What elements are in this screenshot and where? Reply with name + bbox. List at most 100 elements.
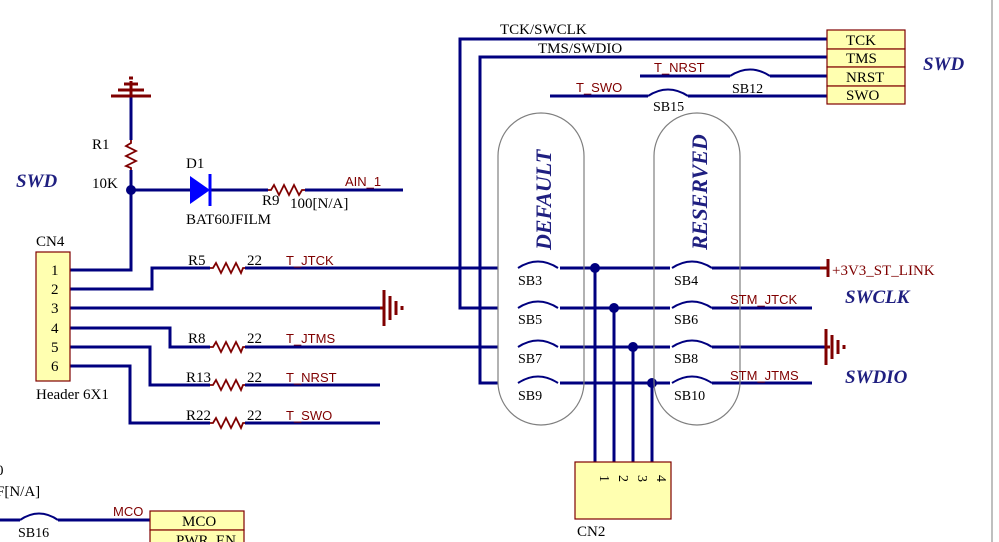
- port-nrst-label: NRST: [846, 70, 884, 86]
- sb4-symbol: [671, 260, 713, 269]
- cn4-pin-4: 4: [51, 321, 59, 337]
- r8-symbol: [210, 339, 245, 355]
- net-stm-jtck: STM_JTCK: [730, 292, 798, 307]
- wire-tms-swdio: [478, 55, 827, 385]
- r5-ref: R5: [188, 253, 206, 269]
- sb8-symbol: [671, 339, 713, 348]
- mco-port-label: MCO: [182, 514, 216, 530]
- reserved-group-label: RESERVED: [687, 134, 712, 251]
- port-tck-label: TCK: [846, 33, 876, 49]
- net-tck-swclk: TCK/SWCLK: [500, 22, 587, 38]
- wire-pin5: [70, 345, 210, 387]
- port-tms-label: TMS: [846, 51, 877, 67]
- wires: [0, 37, 830, 522]
- sb16-symbol: [19, 512, 59, 521]
- junction-dot: [590, 263, 600, 273]
- sb4-label: SB4: [674, 274, 698, 289]
- sb7-label: SB7: [518, 352, 542, 367]
- partial-ref: 0: [0, 463, 4, 479]
- sb5-symbol: [517, 300, 559, 309]
- sb7-symbol: [517, 339, 559, 348]
- reserved-group-outline: [653, 112, 741, 426]
- net-tms-swdio: TMS/SWDIO: [538, 41, 622, 57]
- ground-right: [824, 329, 846, 365]
- solder-bridges: [19, 68, 771, 521]
- cn2-pin-3: 3: [634, 475, 649, 482]
- pwr-en-port-box: [149, 529, 245, 542]
- r9-value: 100[N/A]: [290, 196, 348, 212]
- sb12-label: SB12: [732, 82, 763, 97]
- r13-symbol: [210, 377, 245, 393]
- r13-ref: R13: [186, 370, 211, 386]
- wire-r1-pin1: [70, 170, 133, 272]
- r13-value: 22: [247, 370, 262, 386]
- resistors: [123, 140, 305, 431]
- sb10-symbol: [671, 375, 713, 384]
- port-swo-label: SWO: [846, 88, 880, 104]
- swd-title-left: SWD: [16, 171, 57, 192]
- wire-pin4: [70, 326, 210, 349]
- r1-ref: R1: [92, 137, 110, 153]
- cn2-pin-1: 1: [596, 475, 611, 482]
- r22-value: 22: [247, 408, 262, 424]
- cn4-pin-5: 5: [51, 340, 59, 356]
- sb3-label: SB3: [518, 274, 542, 289]
- cn4-ref: CN4: [36, 234, 65, 250]
- net-mco: MCO: [113, 504, 143, 519]
- net-stm-jtms: STM_JTMS: [730, 368, 799, 383]
- pwr-en-port-label: PWR_EN: [176, 533, 236, 542]
- r8-value: 22: [247, 331, 262, 347]
- port-swo-box: [826, 85, 906, 105]
- r8-ref: R8: [188, 331, 206, 347]
- ground-top: [111, 76, 151, 98]
- cn4-value: Header 6X1: [36, 387, 109, 403]
- sb12-symbol: [729, 68, 771, 77]
- r5-value: 22: [247, 253, 262, 269]
- swd-port-box: TCK TMS NRST SWO: [826, 29, 906, 105]
- partial-value: F[N/A]: [0, 484, 40, 500]
- net-t-nrst-top: T_NRST: [654, 60, 705, 75]
- sb5-label: SB5: [518, 313, 542, 328]
- sb15-label: SB15: [653, 100, 684, 115]
- cn4-pin-2: 2: [51, 282, 59, 298]
- sb10-label: SB10: [674, 389, 705, 404]
- junction-dot: [126, 185, 136, 195]
- swd-title-right: SWD: [923, 54, 964, 75]
- cn4-pin-3: 3: [51, 301, 59, 317]
- sb3-symbol: [517, 260, 559, 269]
- swdio-title: SWDIO: [845, 367, 908, 388]
- sb15-symbol: [647, 88, 689, 97]
- sb6-label: SB6: [674, 313, 698, 328]
- net-v3-st-link: +3V3_ST_LINK: [832, 263, 935, 279]
- d1-value: BAT60JFILM: [186, 212, 271, 228]
- cn2-ref: CN2: [577, 524, 605, 540]
- net-t-jtms: T_JTMS: [286, 331, 335, 346]
- junction-dot: [628, 342, 638, 352]
- cn2-body: [574, 461, 672, 520]
- net-t-jtck: T_JTCK: [286, 253, 334, 268]
- r1-value: 10K: [92, 176, 118, 192]
- sb8-label: SB8: [674, 352, 698, 367]
- d1-triangle: [190, 176, 210, 204]
- default-group-outline: [497, 112, 585, 426]
- r1-symbol: [123, 140, 139, 170]
- sb9-label: SB9: [518, 389, 542, 404]
- r9-symbol: [268, 182, 305, 198]
- junction-dot: [647, 378, 657, 388]
- net-t-nrst: T_NRST: [286, 370, 337, 385]
- cn2-pin-4: 4: [653, 475, 668, 482]
- wire-pin2: [70, 266, 210, 291]
- wire-pin6: [70, 364, 210, 425]
- net-t-swo-top: T_SWO: [576, 80, 622, 95]
- d1-ref: D1: [186, 156, 204, 172]
- swclk-title: SWCLK: [845, 287, 911, 308]
- sb16-label: SB16: [18, 526, 49, 541]
- cn4-pin-1: 1: [51, 263, 59, 279]
- r22-symbol: [210, 415, 245, 431]
- junctions: [126, 185, 657, 388]
- cn4-body: [35, 251, 71, 382]
- ground-center: [380, 290, 404, 326]
- sb6-symbol: [671, 300, 713, 309]
- cn2-pin-2: 2: [615, 475, 630, 482]
